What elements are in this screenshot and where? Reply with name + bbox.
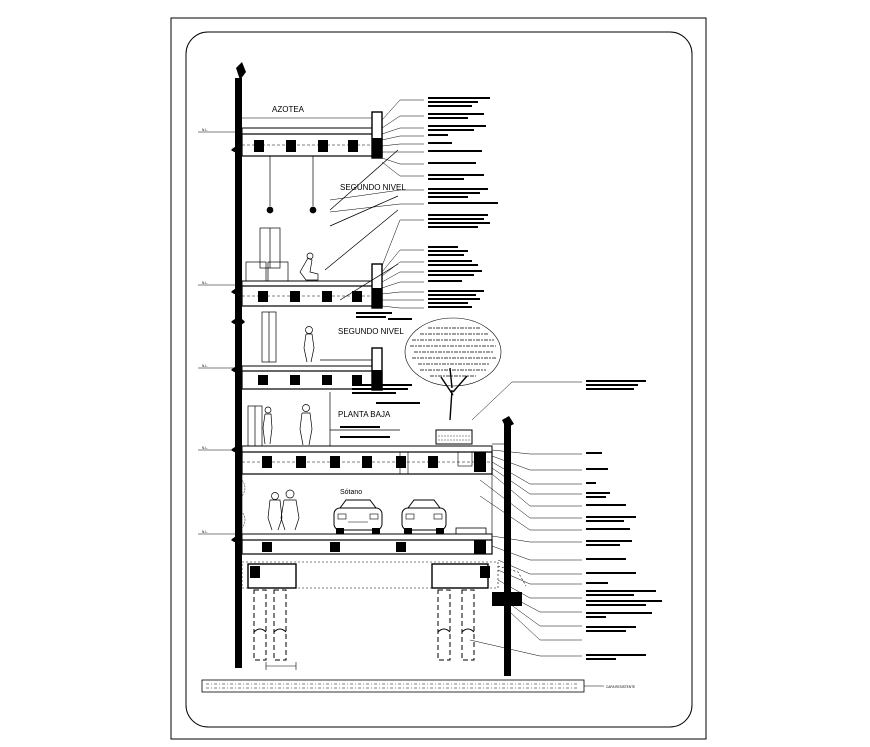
level-mark-labels: N.L. N.L. N.L. N.L. N.L. [202, 128, 208, 534]
middle-floor-interior [261, 263, 399, 363]
ground-slab [241, 445, 493, 475]
level-label-sotano: Sótano [340, 489, 362, 496]
first-floor-slab [241, 347, 383, 391]
level-label-segundo-nivel-upper: SEGUNDO NIVEL [340, 183, 406, 192]
level-mark-label: N.L. [202, 128, 208, 132]
level-mark-label: N.L. [202, 530, 208, 534]
callout-resistant-layer: CAPA RESISTENTE [606, 685, 635, 689]
roof-slab [241, 111, 383, 159]
level-mark-label: N.L. [202, 446, 208, 450]
second-floor-slab [241, 263, 383, 309]
inner-sheet-border [185, 31, 693, 728]
outer-sheet-border [170, 17, 707, 740]
ground-floor-interior [247, 392, 400, 447]
level-mark-label: N.L. [202, 281, 208, 285]
tree-illustration [404, 317, 502, 445]
dimension-line [265, 662, 297, 670]
level-label-azotea: AZOTEA [272, 105, 305, 114]
foundation-piles [253, 589, 475, 661]
upper-floor-interior [245, 149, 399, 283]
resistant-soil-layer [201, 679, 604, 693]
level-label-segundo-nivel-lower: SEGUNDO NIVEL [338, 327, 404, 336]
level-label-planta-baja: PLANTA BAJA [338, 410, 391, 419]
callout-leaders-upper [329, 99, 424, 309]
right-retaining-wall [492, 416, 522, 676]
level-mark-label: N.L. [202, 364, 208, 368]
level-marks [198, 131, 235, 535]
basement-interior [238, 474, 493, 535]
callout-text-marks [340, 97, 662, 660]
foundation [241, 561, 527, 589]
callout-leaders-lower [469, 381, 582, 657]
basement-floor-slab [241, 533, 493, 555]
entrance-details [399, 443, 504, 474]
